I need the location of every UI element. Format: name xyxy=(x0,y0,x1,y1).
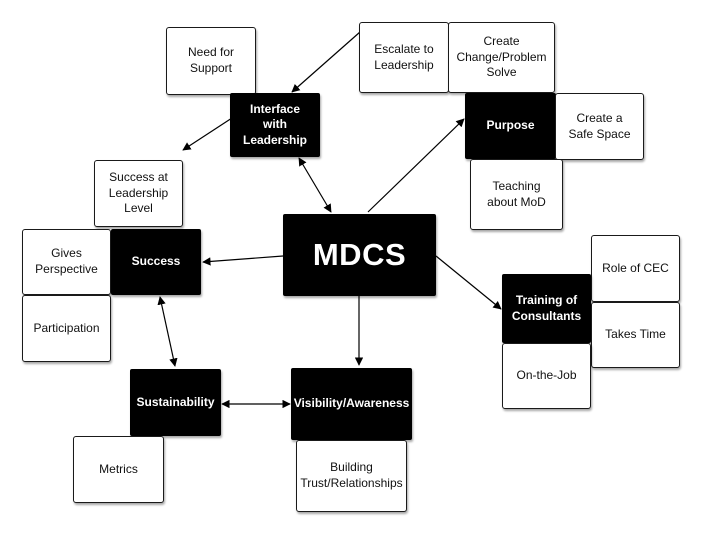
node-visibility-awareness-label: Visibility/Awareness xyxy=(293,396,410,411)
connector-center-interface xyxy=(298,157,332,213)
node-interface-with-leadership-label: Interface with Leadership xyxy=(242,101,308,147)
node-on-the-job-label: On-the-Job xyxy=(516,368,577,383)
node-visibility-awareness[interactable]: Visibility/Awareness xyxy=(291,368,412,440)
node-takes-time[interactable]: Takes Time xyxy=(591,302,680,368)
node-interface-with-leadership[interactable]: Interface with Leadership xyxy=(230,93,320,157)
connector-interface-to-need-support xyxy=(182,117,233,151)
node-on-the-job[interactable]: On-the-Job xyxy=(502,343,591,409)
node-mdcs-center-label: MDCS xyxy=(312,236,407,272)
node-teaching-about-mod-label: Teaching about MoD xyxy=(487,178,546,209)
node-metrics-label: Metrics xyxy=(99,461,138,476)
node-sustainability[interactable]: Sustainability xyxy=(130,369,221,436)
node-purpose-label: Purpose xyxy=(486,118,535,133)
node-takes-time-label: Takes Time xyxy=(605,327,666,342)
node-role-of-cec-label: Role of CEC xyxy=(602,260,669,275)
node-training-of-consultants[interactable]: Training of Consultants xyxy=(502,274,591,343)
node-gives-perspective[interactable]: Gives Perspective xyxy=(22,229,111,295)
connector-center-to-purpose xyxy=(367,118,465,213)
node-role-of-cec[interactable]: Role of CEC xyxy=(591,235,680,302)
node-create-change-problem-solve-label: Create Change/Problem Solve xyxy=(456,34,547,80)
node-success-at-leadership-level-label: Success at Leadership Level xyxy=(108,170,169,216)
node-create-change-problem-solve[interactable]: Create Change/Problem Solve xyxy=(448,22,555,93)
node-create-a-safe-space-label: Create a Safe Space xyxy=(568,110,631,141)
node-building-trust-relationships[interactable]: Building Trust/Relationships xyxy=(296,440,407,512)
node-mdcs-center[interactable]: MDCS xyxy=(283,214,436,296)
node-gives-perspective-label: Gives Perspective xyxy=(35,246,98,276)
node-success-at-leadership-level[interactable]: Success at Leadership Level xyxy=(94,160,183,227)
node-escalate-to-leadership[interactable]: Escalate to Leadership xyxy=(359,22,449,93)
node-purpose[interactable]: Purpose xyxy=(465,93,556,159)
connector-center-to-success xyxy=(202,255,284,266)
connector-center-to-training xyxy=(435,255,502,310)
node-participation-label: Participation xyxy=(33,320,100,335)
node-sustainability-label: Sustainability xyxy=(136,394,215,409)
node-training-of-consultants-label: Training of Consultants xyxy=(511,292,582,323)
node-need-for-support-label: Need for Support xyxy=(187,45,235,75)
node-teaching-about-mod[interactable]: Teaching about MoD xyxy=(470,159,563,230)
node-building-trust-relationships-label: Building Trust/Relationships xyxy=(300,460,403,490)
node-metrics[interactable]: Metrics xyxy=(73,436,164,503)
node-success[interactable]: Success xyxy=(111,229,201,295)
node-success-label: Success xyxy=(131,254,181,269)
connector-escalate-to-interface xyxy=(291,31,361,93)
node-need-for-support[interactable]: Need for Support xyxy=(166,27,256,95)
node-escalate-to-leadership-label: Escalate to Leadership xyxy=(374,41,434,72)
node-participation[interactable]: Participation xyxy=(22,295,111,362)
node-create-a-safe-space[interactable]: Create a Safe Space xyxy=(555,93,644,160)
connector-success-sustainability xyxy=(157,296,178,367)
